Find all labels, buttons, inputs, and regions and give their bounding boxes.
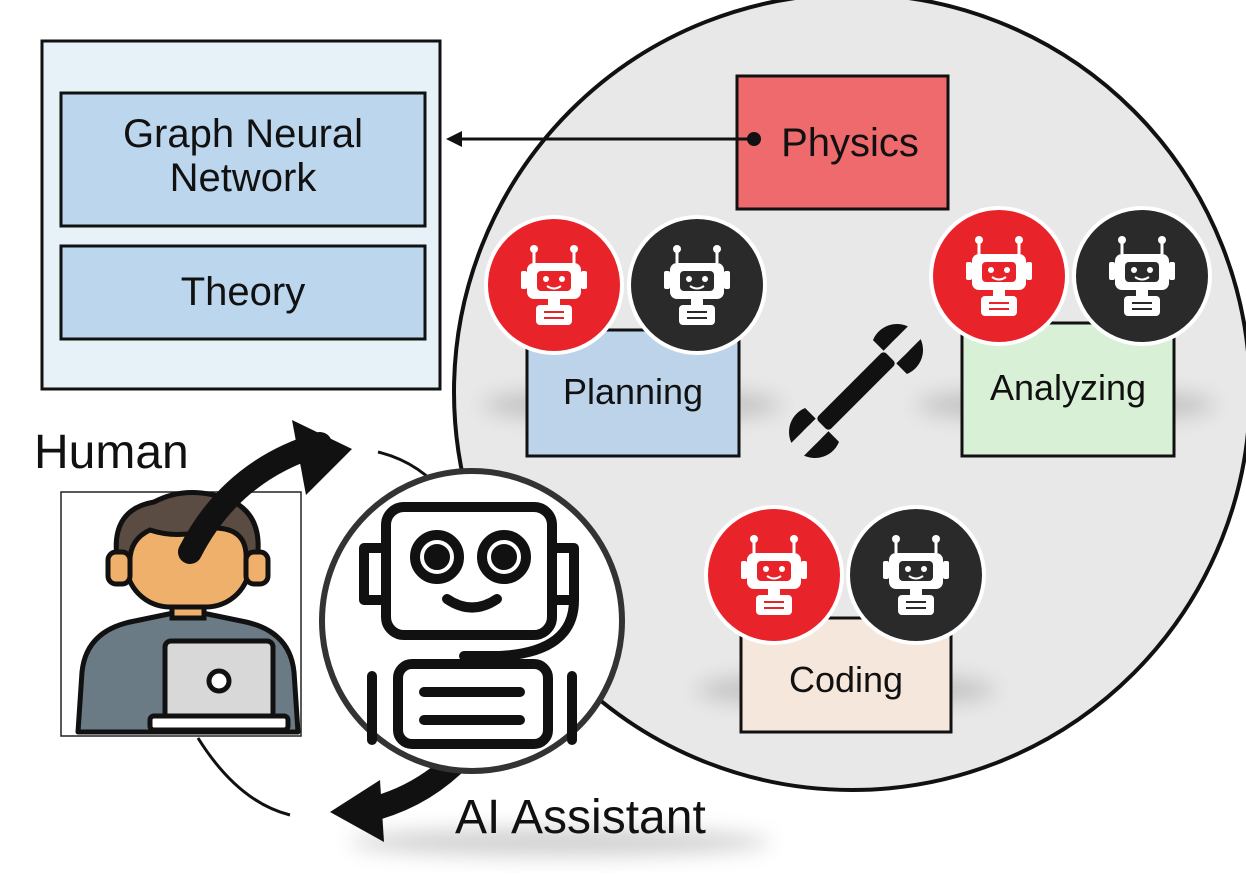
arrow-tail-dot bbox=[747, 132, 761, 146]
physics-box bbox=[735, 74, 950, 211]
human-label: Human bbox=[34, 426, 189, 479]
planning-robot-badge-red bbox=[484, 215, 624, 355]
wrench-icon bbox=[780, 315, 932, 467]
ai-assistant-label: AI Assistant bbox=[455, 791, 706, 844]
knowledge-item-gnn-label: Graph Neural Network bbox=[122, 112, 364, 200]
arrow-head bbox=[446, 131, 462, 147]
analyzing-robot-badge-red bbox=[929, 206, 1069, 346]
planning-label: Planning bbox=[562, 371, 704, 412]
analyzing-robot-badge-dark bbox=[1072, 206, 1212, 346]
ai-assistant-illustration bbox=[319, 468, 625, 774]
physics-label: Physics bbox=[781, 121, 919, 165]
coding-robot-badge-red bbox=[704, 505, 844, 645]
assistant-to-human-return-line bbox=[196, 737, 291, 817]
arrow-head bbox=[292, 420, 352, 495]
arrow-head bbox=[330, 780, 384, 842]
knowledge-item-gnn bbox=[59, 91, 427, 228]
knowledge-item-theory bbox=[59, 244, 427, 341]
coding-robot-badge-dark bbox=[846, 505, 986, 645]
analyzing-label: Analyzing bbox=[989, 367, 1147, 408]
assistant-shadow bbox=[350, 828, 770, 856]
planning-robot-badge-dark bbox=[627, 215, 767, 355]
human-illustration bbox=[60, 489, 302, 737]
knowledge-panel bbox=[40, 39, 442, 391]
knowledge-item-theory-label: Theory bbox=[180, 270, 306, 314]
coding-label: Coding bbox=[788, 659, 904, 700]
robot-face-icon bbox=[359, 502, 579, 749]
